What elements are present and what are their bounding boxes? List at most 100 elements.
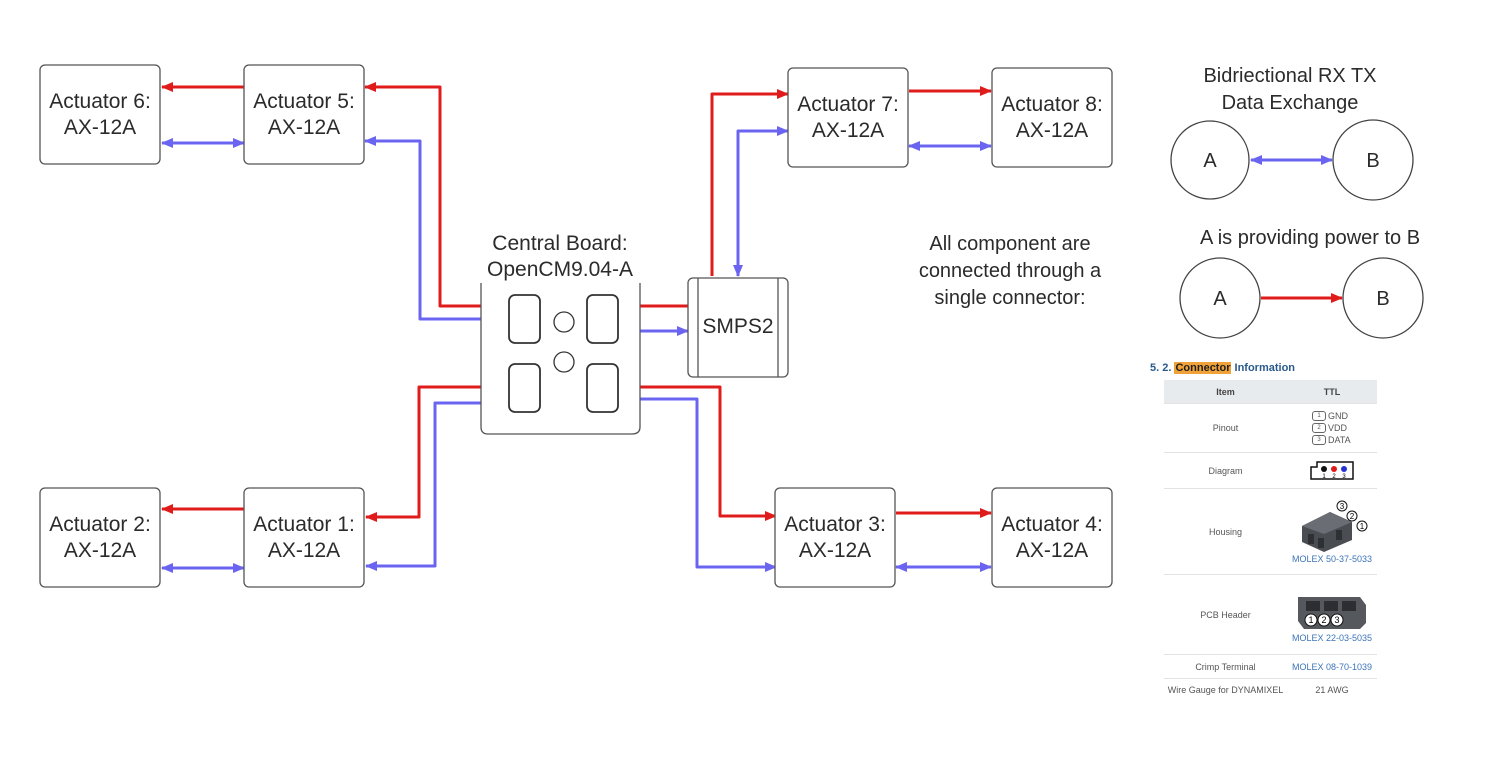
housing-cell: 3 2 1 MOLEX 50-37-5033 xyxy=(1287,488,1377,575)
legend-data-title-line-1: Bidriectional RX TX xyxy=(1203,65,1376,87)
data-line-board-actuator-3 xyxy=(617,394,777,572)
svg-text:3: 3 xyxy=(1340,502,1345,511)
note-line-3: single connector: xyxy=(934,287,1085,309)
actuator-title: Actuator 7: xyxy=(797,93,899,116)
actuator-model: AX-12A xyxy=(268,116,340,139)
connector-info-panel: 5. 2. Connector Information Item TTL Pin… xyxy=(1148,362,1380,701)
actuator-model: AX-12A xyxy=(64,116,136,139)
svg-text:2: 2 xyxy=(1350,512,1355,521)
svg-text:1: 1 xyxy=(1322,474,1326,480)
svg-text:3: 3 xyxy=(1334,615,1339,625)
table-row-housing: Housing 3 2 1 MOLEX 50-37-5033 xyxy=(1164,488,1377,575)
actuator-title: Actuator 3: xyxy=(784,513,886,536)
actuator-model: AX-12A xyxy=(268,539,340,562)
pcb-header-part-link[interactable]: MOLEX 22-03-5035 xyxy=(1291,632,1373,643)
actuator-title: Actuator 5: xyxy=(253,90,355,113)
connector-info-title-suffix: Information xyxy=(1231,362,1296,374)
connector-info-title: 5. 2. Connector Information xyxy=(1150,362,1380,374)
legend-node-a-label: A xyxy=(1213,288,1227,310)
board-mount-hole-bottom xyxy=(553,351,575,373)
actuator-title: Actuator 8: xyxy=(1001,93,1103,116)
board-port-bottom-right xyxy=(586,363,619,413)
pcb-header-connector-icon: 1 2 3 xyxy=(1298,596,1366,629)
board-port-top-left xyxy=(508,294,541,344)
actuator-7: Actuator 7: AX-12A xyxy=(787,67,909,168)
legend-node-a-label: A xyxy=(1203,150,1217,172)
board-port-bottom-left xyxy=(508,363,541,413)
table-header-row: Item TTL xyxy=(1164,380,1377,404)
connector-info-title-highlight: Connector xyxy=(1174,362,1232,374)
data-line-actuator-5-board xyxy=(364,136,509,324)
wire-gauge-value: 21 AWG xyxy=(1287,678,1377,701)
smps2-label: SMPS2 xyxy=(702,315,773,338)
legend-node-b xyxy=(1332,119,1414,201)
legend-node-a xyxy=(1179,257,1261,339)
actuator-title: Actuator 2: xyxy=(49,513,151,536)
housing-part-link[interactable]: MOLEX 50-37-5033 xyxy=(1291,553,1373,564)
data-line-smps-actuator-7 xyxy=(733,126,789,277)
legend-node-b-label: B xyxy=(1366,150,1379,172)
svg-text:2: 2 xyxy=(1321,615,1326,625)
power-line-smps-to-actuator-7 xyxy=(710,89,789,276)
central-board-model: OpenCM9.04-A xyxy=(487,258,633,281)
legend-data-title-line-2: Data Exchange xyxy=(1222,92,1359,114)
actuator-model: AX-12A xyxy=(799,539,871,562)
actuator-1: Actuator 1: AX-12A xyxy=(243,487,365,588)
column-header-item: Item xyxy=(1164,380,1287,404)
actuator-model: AX-12A xyxy=(1016,119,1088,142)
table-row-crimp-terminal: Crimp Terminal MOLEX 08-70-1039 xyxy=(1164,654,1377,679)
data-line-actuator-1-board xyxy=(365,398,512,571)
table-row-pcb-header: PCB Header 1 2 3 MOLEX 22-03-5035 xyxy=(1164,574,1377,655)
note-line-2: connected through a xyxy=(919,260,1102,282)
connector-pin-diagram-icon: 1 2 3 xyxy=(1310,460,1354,480)
actuator-8: Actuator 8: AX-12A xyxy=(991,67,1113,168)
actuator-2: Actuator 2: AX-12A xyxy=(39,487,161,588)
actuator-4: Actuator 4: AX-12A xyxy=(991,487,1113,588)
smps2-power-supply: SMPS2 xyxy=(687,277,789,378)
actuator-model: AX-12A xyxy=(64,539,136,562)
legend-node-b xyxy=(1342,257,1424,339)
actuator-model: AX-12A xyxy=(1016,539,1088,562)
svg-text:1: 1 xyxy=(1308,615,1313,625)
row-label: Housing xyxy=(1164,488,1287,575)
row-label: Pinout xyxy=(1164,403,1287,453)
connector-note: All component are connected through a si… xyxy=(919,233,1102,309)
row-label: PCB Header xyxy=(1164,574,1287,655)
crimp-terminal-part-link[interactable]: MOLEX 08-70-1039 xyxy=(1291,661,1373,672)
board-mount-hole-top xyxy=(553,311,575,333)
board-port-top-right xyxy=(586,294,619,344)
legend-power: A is providing power to B A B xyxy=(1179,227,1424,339)
central-board-title: Central Board: xyxy=(492,232,627,255)
actuator-model: AX-12A xyxy=(812,119,884,142)
column-header-ttl: TTL xyxy=(1287,380,1377,404)
table-row-diagram: Diagram 1 2 3 xyxy=(1164,452,1377,489)
pcb-header-cell: 1 2 3 MOLEX 22-03-5035 xyxy=(1287,574,1377,655)
note-line-1: All component are xyxy=(929,233,1090,255)
legend-power-title: A is providing power to B xyxy=(1200,227,1420,249)
svg-text:2: 2 xyxy=(1332,474,1336,480)
actuator-5: Actuator 5: AX-12A xyxy=(243,64,365,165)
svg-text:3: 3 xyxy=(1342,474,1346,480)
legend-data-exchange: Bidriectional RX TX Data Exchange A B xyxy=(1170,65,1414,201)
connector-info-title-prefix: 5. 2. xyxy=(1150,362,1175,374)
actuator-title: Actuator 6: xyxy=(49,90,151,113)
table-row-wire-gauge: Wire Gauge for DYNAMIXEL 21 AWG xyxy=(1164,678,1377,701)
actuator-3: Actuator 3: AX-12A xyxy=(774,487,896,588)
row-label: Wire Gauge for DYNAMIXEL xyxy=(1164,678,1287,701)
legend-node-a xyxy=(1170,120,1250,200)
row-label: Diagram xyxy=(1164,452,1287,489)
actuator-title: Actuator 4: xyxy=(1001,513,1103,536)
central-board: Central Board: OpenCM9.04-A xyxy=(480,232,641,435)
row-label: Crimp Terminal xyxy=(1164,654,1287,679)
housing-connector-icon: 3 2 1 xyxy=(1302,500,1368,552)
svg-text:1: 1 xyxy=(1360,522,1365,531)
legend-node-b-label: B xyxy=(1376,288,1389,310)
connector-diagram-cell: 1 2 3 xyxy=(1287,452,1377,489)
